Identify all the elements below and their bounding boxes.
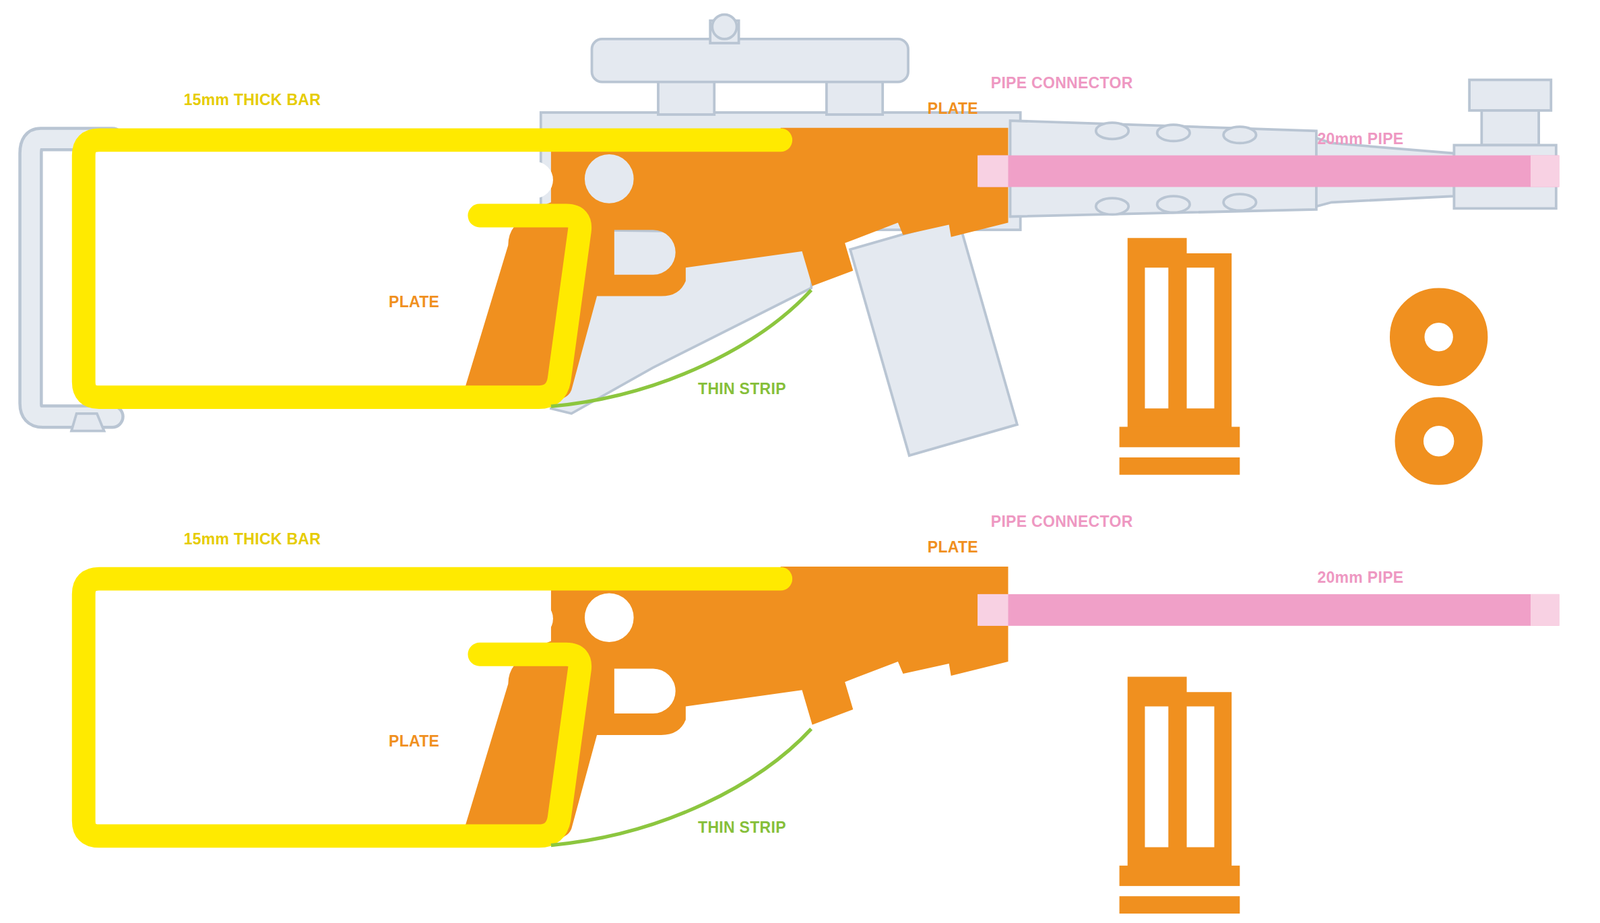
prop-parts (83, 566, 1559, 914)
shroud-cutout (1157, 196, 1190, 213)
butt-foot (71, 413, 104, 432)
magazine (850, 218, 1018, 456)
shroud-cutout (1223, 194, 1256, 211)
part-label: PLATE (388, 294, 440, 310)
shroud-cutout (1157, 124, 1190, 141)
part-label: 15mm THICK BAR (183, 92, 322, 108)
front-sight (1481, 110, 1539, 145)
part-label: PIPE CONNECTOR (990, 513, 1134, 529)
washer (1407, 305, 1471, 369)
shroud-cutout (1096, 122, 1129, 139)
scope-mount (658, 80, 715, 115)
stock-tube (30, 138, 112, 417)
washer (1409, 411, 1469, 471)
part-label: 15mm THICK BAR (183, 530, 322, 547)
part-label: PIPE CONNECTOR (990, 74, 1134, 91)
part-label: 20mm PIPE (1317, 569, 1404, 586)
part-label: PLATE (927, 100, 979, 116)
part-label: THIN STRIP (697, 381, 787, 397)
washers (1407, 305, 1471, 471)
part-label: PLATE (927, 538, 979, 555)
stock-tube (30, 138, 112, 417)
part-label: THIN STRIP (697, 819, 787, 836)
scope-mount (826, 80, 883, 115)
shroud-cutout (1223, 126, 1256, 143)
scope (592, 39, 909, 83)
part-label: 20mm PIPE (1317, 130, 1404, 147)
shroud-cutout (1096, 198, 1129, 215)
prop-parts (83, 128, 1559, 475)
front-sight (1469, 80, 1551, 111)
part-label: PLATE (388, 732, 440, 749)
scope-knob (712, 14, 737, 40)
